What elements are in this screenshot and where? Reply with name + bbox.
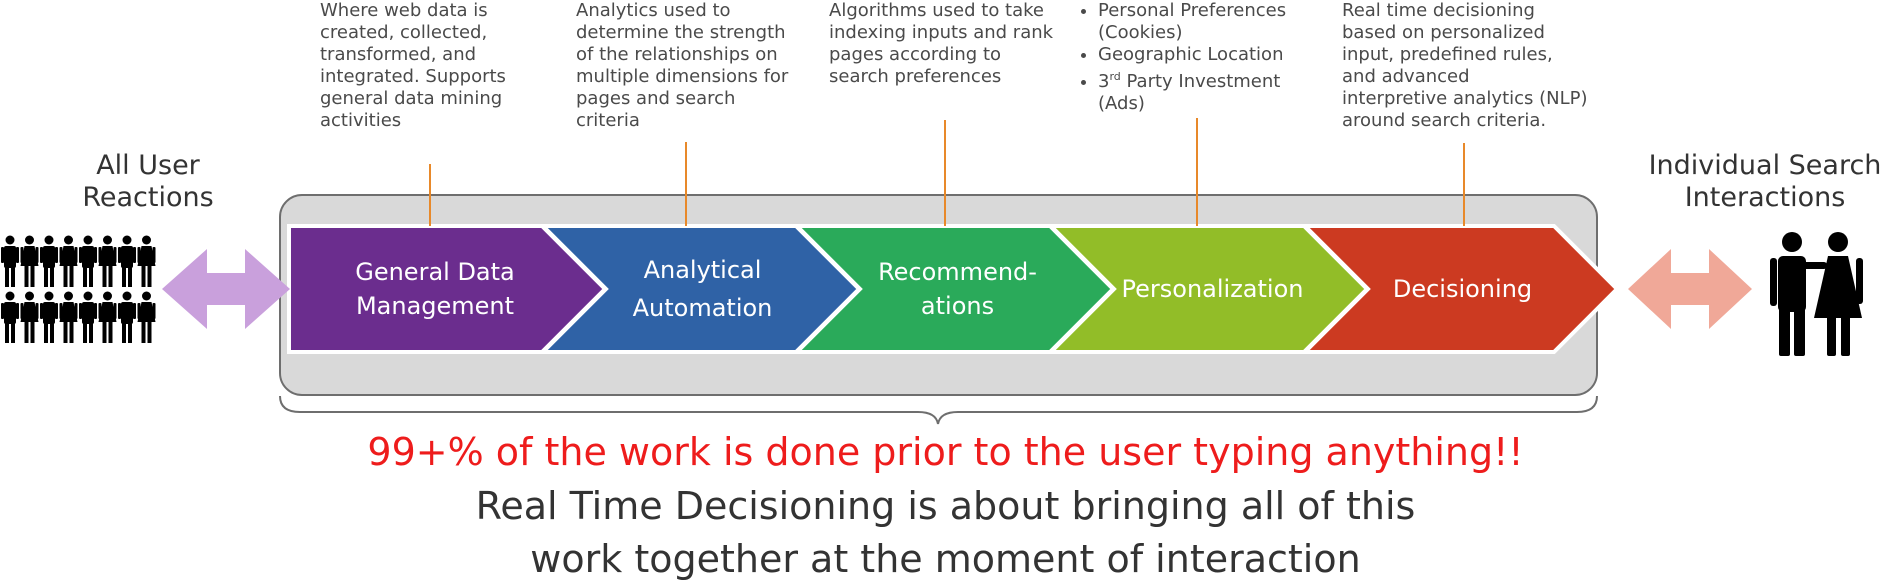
connector-line-1: [429, 164, 431, 226]
connector-line-3: [944, 120, 946, 226]
right-double-arrow-icon: [1628, 249, 1752, 329]
description-recommendations: Algorithms used to take indexing inputs …: [829, 0, 1053, 88]
description-general-data-management: Where web data is created, collected, tr…: [320, 0, 506, 132]
description-line: criteria: [576, 110, 640, 131]
description-line: Analytics used to: [576, 0, 731, 21]
person-figure: [40, 291, 58, 343]
description-line: transformed, and: [320, 44, 477, 65]
description-line: around search criteria.: [1342, 110, 1547, 131]
left-double-arrow-icon: [162, 249, 290, 329]
crowd-of-people-icon: [1, 235, 156, 343]
couple-icon: [1770, 232, 1863, 356]
description-line: activities: [320, 110, 402, 131]
person-figure: [118, 291, 136, 343]
description-line: Algorithms used to take: [829, 0, 1044, 21]
description-line: search preferences: [829, 66, 1002, 87]
description-line: pages and search: [576, 88, 736, 109]
bullet-third-party-investment: 3rd Party Investment (Ads): [1098, 66, 1305, 115]
description-line: input, predefined rules,: [1342, 44, 1553, 65]
description-line: and advanced: [1342, 66, 1470, 87]
connector-line-2: [685, 142, 687, 226]
description-line: created, collected,: [320, 22, 488, 43]
person-figure: [20, 235, 39, 287]
summary-message: Real Time Decisioning is about bringing …: [475, 484, 1416, 581]
description-line: determine the strength: [576, 22, 786, 43]
bullet-geographic-location: Geographic Location: [1098, 44, 1305, 66]
description-line: based on personalized: [1342, 22, 1545, 43]
left-group-label: All User Reactions: [82, 150, 214, 213]
person-figure: [118, 235, 136, 287]
bullet-personal-preferences: Personal Preferences (Cookies): [1098, 0, 1305, 44]
highlight-message: 99+% of the work is done prior to the us…: [367, 430, 1524, 474]
person-figure: [1, 235, 19, 287]
description-line: Where web data is: [320, 0, 488, 21]
description-line: of the relationships on: [576, 44, 778, 65]
description-line: indexing inputs and rank: [829, 22, 1054, 43]
description-analytical-automation: Analytics used to determine the strength…: [576, 0, 788, 132]
description-line: integrated. Supports: [320, 66, 506, 87]
connector-line-4: [1196, 118, 1198, 226]
description-line: multiple dimensions for: [576, 66, 789, 87]
person-figure: [79, 235, 97, 287]
right-group-label: Individual Search Interactions: [1648, 150, 1882, 213]
stage-label-recommendations: Recommend-ations: [878, 258, 1037, 320]
connector-line-5: [1463, 143, 1465, 226]
person-figure: [98, 235, 117, 287]
person-figure: [40, 235, 58, 287]
person-figure: [137, 291, 156, 343]
stage-label-decisioning: Decisioning: [1392, 275, 1533, 303]
person-figure: [137, 235, 156, 287]
person-figure: [79, 291, 97, 343]
description-decisioning: Real time decisioning based on personali…: [1342, 0, 1588, 132]
stage-label-personalization: Personalization: [1121, 275, 1304, 303]
description-personalization: Personal Preferences (Cookies) Geographi…: [1080, 0, 1305, 115]
person-figure: [59, 235, 78, 287]
description-line: general data mining: [320, 88, 503, 109]
person-figure: [98, 291, 117, 343]
person-figure: [59, 291, 78, 343]
description-line: Real time decisioning: [1342, 0, 1535, 21]
chevron-decisioning: [1300, 224, 1620, 354]
description-line: pages according to: [829, 44, 1002, 65]
brace: [279, 395, 1598, 425]
description-line: interpretive analytics (NLP): [1342, 88, 1588, 109]
person-figure: [1, 291, 19, 343]
person-figure: [20, 291, 39, 343]
